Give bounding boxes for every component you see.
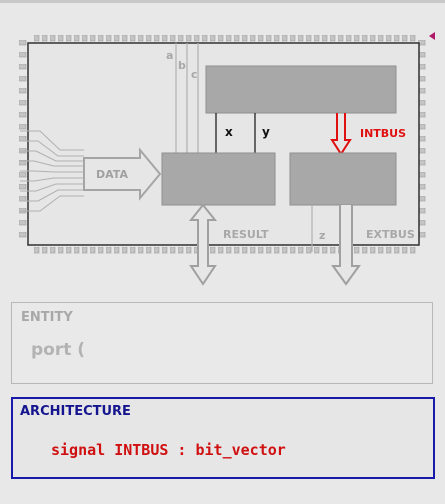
- result-label: RESULT: [223, 228, 269, 241]
- signal-c-label: c: [191, 68, 198, 81]
- corner-marker-icon: [429, 32, 435, 40]
- data-arrow: [83, 147, 162, 201]
- intbus-label: INTBUS: [360, 127, 406, 140]
- entity-panel: ENTITY port (: [11, 302, 433, 384]
- entity-heading: ENTITY: [21, 310, 73, 325]
- top-rule: [0, 0, 445, 3]
- architecture-heading: ARCHITECTURE: [20, 404, 131, 419]
- signal-x-label: x: [225, 125, 233, 139]
- signal-b-label: b: [178, 59, 186, 72]
- signal-z-label: z: [319, 229, 325, 242]
- upper-block: [205, 65, 397, 114]
- chip-pins: [19, 35, 427, 254]
- signal-lines-abc: [175, 43, 199, 153]
- lower-left-block: [161, 152, 276, 206]
- input-lines: [20, 130, 84, 212]
- architecture-code: signal INTBUS : bit_vector: [51, 441, 286, 459]
- extbus-label: EXTBUS: [366, 228, 415, 241]
- lower-right-block: [289, 152, 397, 206]
- signal-a-label: a: [166, 49, 173, 62]
- entity-code: port (: [31, 340, 86, 360]
- signal-y-label: y: [262, 125, 270, 139]
- extbus-arrow: [331, 205, 361, 286]
- data-label: DATA: [96, 168, 128, 181]
- architecture-panel: ARCHITECTURE signal INTBUS : bit_vector: [11, 397, 435, 479]
- chip-diagram: DATA a b c x y INTBUS RESULT z EXTBUS: [19, 35, 427, 286]
- result-arrow: [188, 203, 218, 286]
